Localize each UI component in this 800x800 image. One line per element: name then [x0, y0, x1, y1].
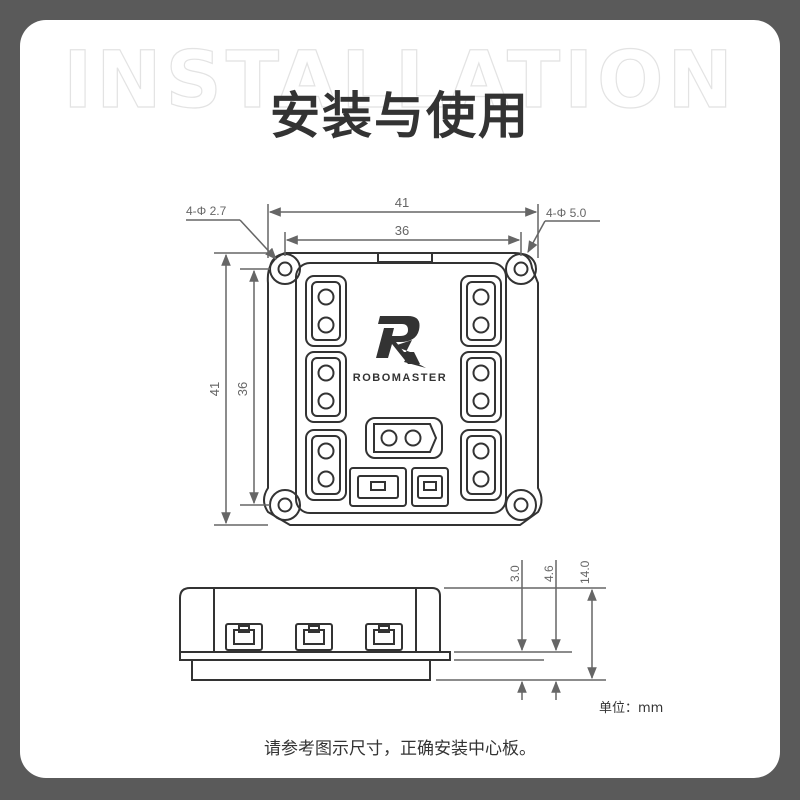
top-dimension-labels: 4-Φ 2.7 4-Φ 5.0 41 36 41 36	[186, 195, 587, 396]
dim-inner-height-label: 36	[235, 382, 250, 396]
dim-outer-height-label: 41	[207, 382, 222, 396]
logo-text: ROBOMASTER	[353, 372, 447, 384]
dim-inner-width-label: 36	[395, 223, 409, 238]
watermark-heading: INSTALLATION	[63, 35, 737, 126]
instruction-caption: 请参考图示尺寸，正确安装中心板。	[264, 739, 536, 759]
signal-connectors	[349, 467, 449, 507]
mounting-holes	[269, 253, 537, 521]
top-dimensions	[186, 204, 600, 526]
dim-hole-large-label: 4-Φ 5.0	[546, 206, 587, 220]
board-side-view	[179, 587, 451, 681]
robomaster-logo: ROBOMASTER	[353, 316, 447, 384]
power-connectors	[305, 275, 502, 501]
page-title: 安装与使用	[270, 87, 530, 145]
dim-outer-width-label: 41	[395, 195, 409, 210]
dim-c-label: 14.0	[578, 560, 592, 584]
dim-hole-small-label: 4-Φ 2.7	[186, 204, 227, 218]
dim-b-label: 4.6	[542, 565, 556, 582]
side-dimensions	[436, 560, 606, 700]
side-dimension-labels: 3.0 4.6 14.0 单位：mm	[508, 560, 663, 716]
unit-label: 单位：mm	[599, 701, 663, 716]
dim-a-label: 3.0	[508, 565, 522, 582]
